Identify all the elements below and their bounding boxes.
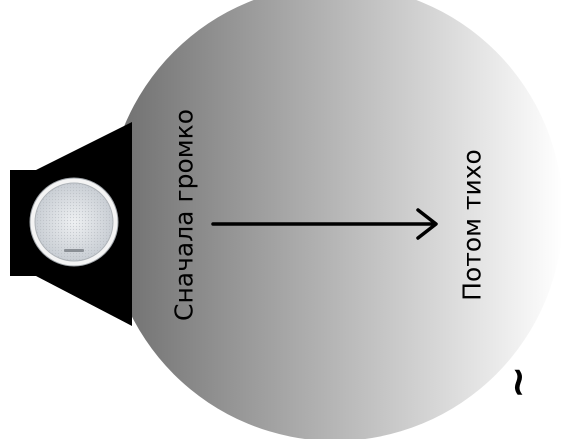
- right-arrow-icon: [211, 208, 438, 240]
- ceiling-speaker-icon: [29, 177, 119, 267]
- label-quiet: Потом тихо: [457, 149, 487, 301]
- label-loud: Сначала громко: [169, 108, 199, 322]
- sound-cone: [107, 0, 561, 439]
- tilde-mark: ~: [495, 365, 541, 399]
